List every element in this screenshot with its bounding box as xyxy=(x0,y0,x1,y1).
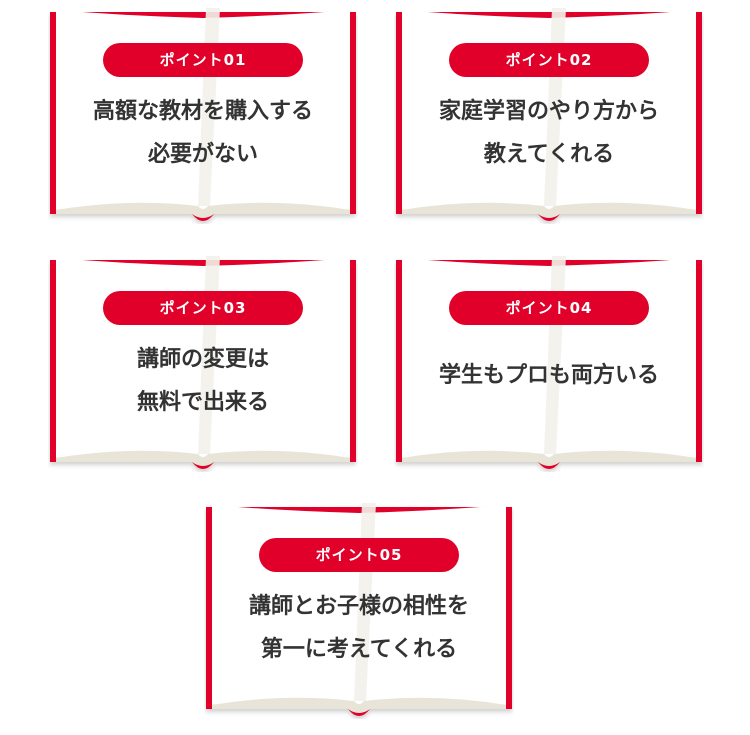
point-text-line: 教えてくれる xyxy=(483,142,615,167)
point-badge: ポイント03 xyxy=(103,291,303,325)
point-badge: ポイント01 xyxy=(103,43,303,77)
point-card-5: ポイント05 講師とお子様の相性を第一に考えてくれる xyxy=(204,503,514,719)
point-text-line: 無料で出来る xyxy=(136,390,269,415)
point-card-2: ポイント02 家庭学習のやり方から教えてくれる xyxy=(394,8,704,224)
point-card-1: ポイント01 高額な教材を購入する必要がない xyxy=(48,8,358,224)
point-text-line: 講師とお子様の相性を xyxy=(248,594,469,619)
point-text-line: 講師の変更は xyxy=(136,347,269,372)
point-card-4: ポイント04 学生もプロも両方いる xyxy=(394,256,704,472)
point-badge: ポイント02 xyxy=(449,43,649,77)
point-text-line: 高額な教材を購入する xyxy=(92,99,313,124)
point-text-line: 必要がない xyxy=(147,142,258,167)
point-badge: ポイント04 xyxy=(449,291,649,325)
point-card-3: ポイント03 講師の変更は無料で出来る xyxy=(48,256,358,472)
point-text-line: 家庭学習のやり方から xyxy=(438,99,659,124)
point-text-line: 第一に考えてくれる xyxy=(260,637,458,662)
point-badge: ポイント05 xyxy=(259,538,459,572)
point-text-line: 学生もプロも両方いる xyxy=(438,363,659,388)
